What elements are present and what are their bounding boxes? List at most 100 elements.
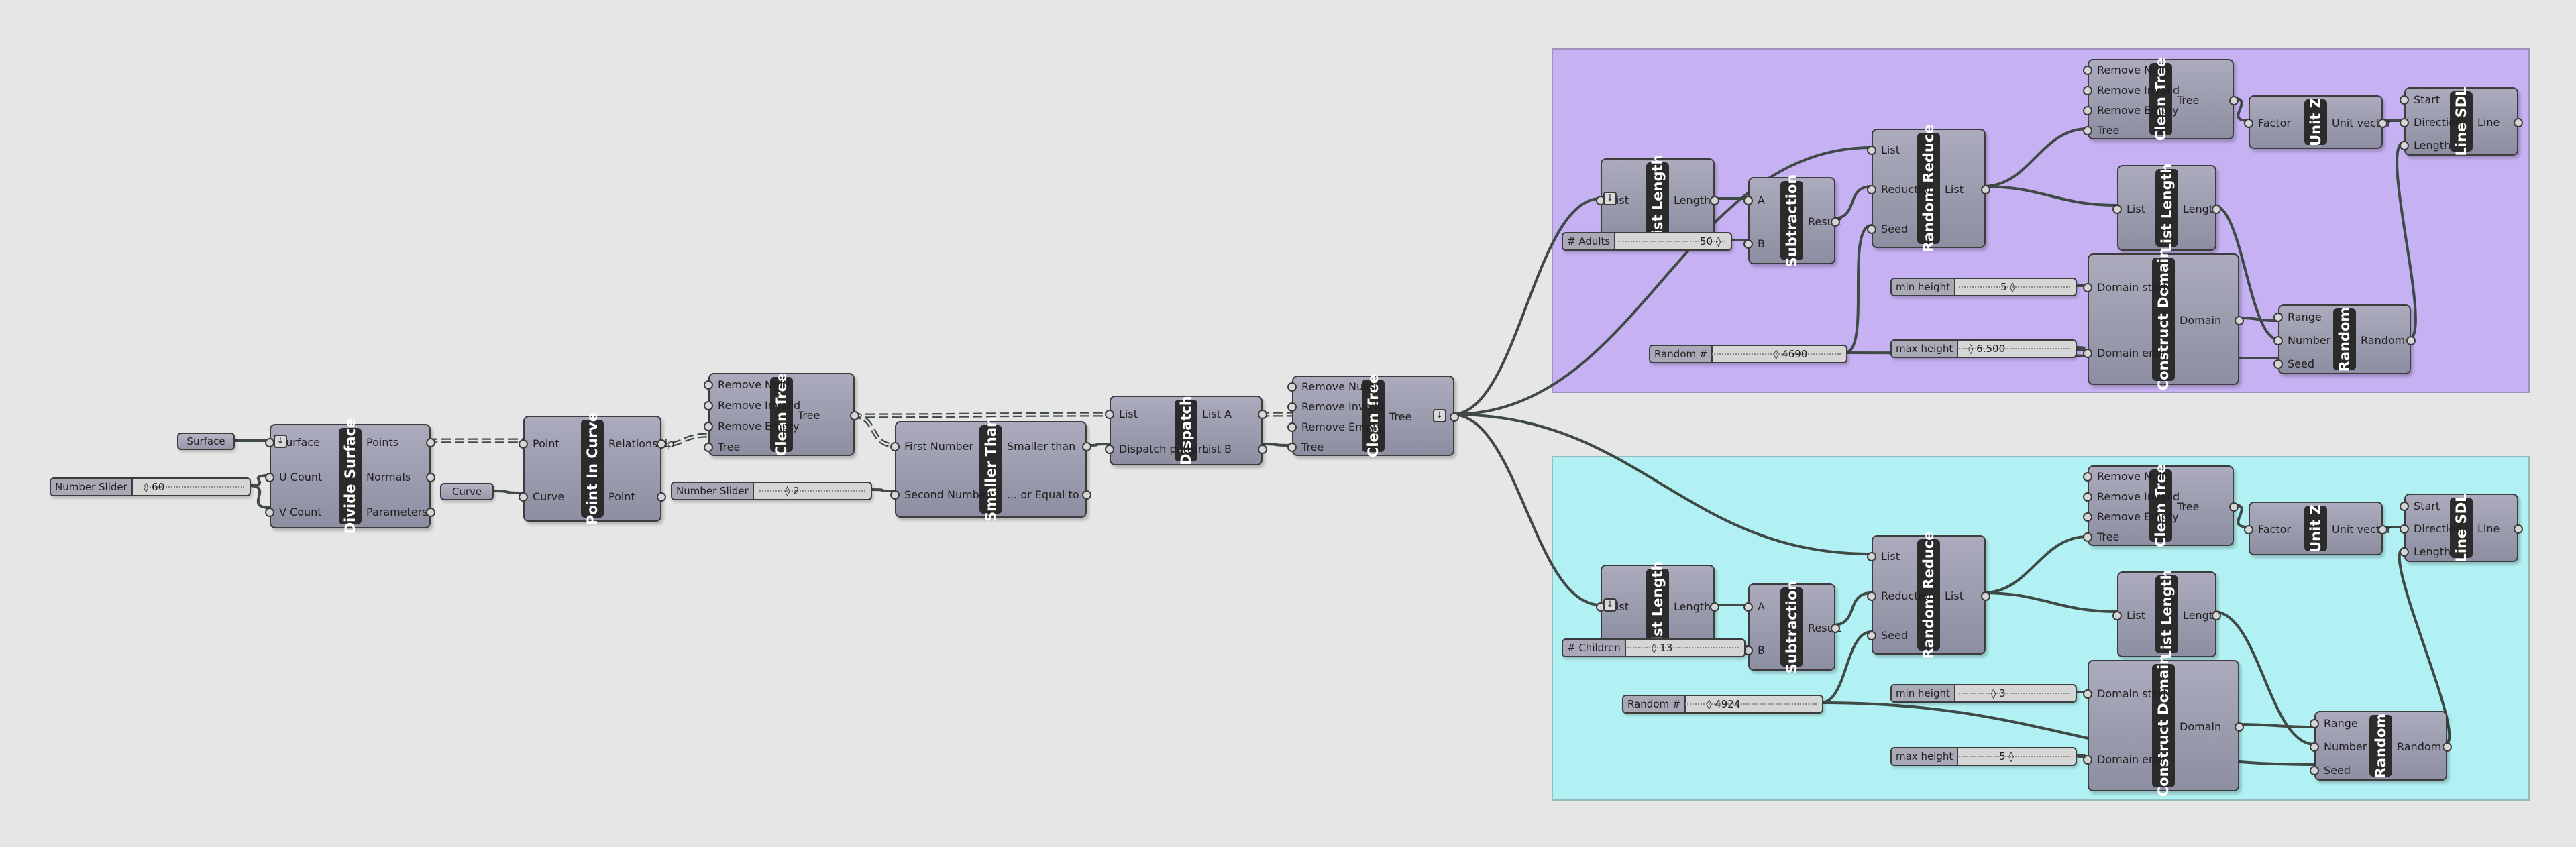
number-slider-2[interactable]: Number Slider ◊ 2 <box>671 482 872 500</box>
input-port[interactable] <box>1287 422 1297 432</box>
flatten-icon[interactable]: ↓ <box>1603 192 1617 205</box>
flatten-icon[interactable]: ↓ <box>1603 598 1617 612</box>
input-port[interactable] <box>890 442 900 451</box>
component-title[interactable]: Random <box>2369 714 2392 778</box>
input-port[interactable] <box>2244 119 2253 128</box>
component-title[interactable]: Point In Curve <box>581 412 604 525</box>
component-title[interactable]: List Length <box>1646 561 1669 651</box>
slider-track[interactable] <box>145 486 244 488</box>
input-port[interactable] <box>2112 611 2122 620</box>
input-port[interactable] <box>1287 382 1297 392</box>
children-slider[interactable]: # Children ◊ 13 <box>1562 638 1746 657</box>
input-port[interactable] <box>265 473 274 482</box>
random-seed-slider-2[interactable]: Random # ◊ 4924 <box>1622 695 1823 714</box>
input-port[interactable] <box>1867 225 1876 235</box>
input-port[interactable] <box>2400 547 2409 557</box>
component-title[interactable]: Random <box>2333 307 2356 372</box>
input-port[interactable] <box>2400 118 2409 127</box>
slider-track[interactable] <box>1685 703 1817 705</box>
flatten-icon[interactable]: ↓ <box>274 435 287 448</box>
max-height-slider[interactable]: max height ◊ 6.500 <box>1890 339 2077 358</box>
flatten-icon[interactable]: ↓ <box>1433 409 1446 422</box>
output-port[interactable] <box>2229 502 2239 512</box>
input-port[interactable] <box>2083 349 2092 358</box>
input-port[interactable] <box>1105 410 1114 419</box>
input-port[interactable] <box>2083 532 2092 542</box>
output-port[interactable] <box>1831 217 1840 227</box>
input-port[interactable] <box>704 442 713 452</box>
input-port[interactable] <box>519 439 528 449</box>
input-port[interactable] <box>2112 205 2122 214</box>
component-title[interactable]: Random Reduce <box>1917 124 1940 253</box>
component-title[interactable]: List Length <box>2155 569 2178 659</box>
min-height-slider[interactable]: min height 5 ◊ <box>1890 278 2077 296</box>
output-port[interactable] <box>426 508 435 517</box>
input-port[interactable] <box>1867 551 1876 561</box>
output-port[interactable] <box>1082 490 1091 500</box>
component-title[interactable]: List Length <box>2155 163 2178 253</box>
output-port[interactable] <box>426 438 435 447</box>
component-title[interactable]: Construct Domain <box>2152 248 2175 390</box>
output-port[interactable] <box>1981 591 1990 601</box>
input-port[interactable] <box>2400 502 2409 511</box>
input-port[interactable] <box>2083 512 2092 522</box>
input-port[interactable] <box>704 421 713 431</box>
component-title[interactable]: Dispatch <box>1175 396 1197 465</box>
output-port[interactable] <box>2378 119 2387 128</box>
input-port[interactable] <box>2273 313 2283 323</box>
input-port[interactable] <box>1867 185 1876 194</box>
output-port[interactable] <box>2514 118 2523 127</box>
input-port[interactable] <box>2083 755 2092 765</box>
output-port[interactable] <box>2235 722 2244 732</box>
component-title[interactable]: Clean Tree <box>2149 58 2172 141</box>
component-title[interactable]: Subtraction <box>1780 581 1803 673</box>
component-title[interactable]: Clean Tree <box>770 373 793 456</box>
component-title[interactable]: List Length <box>1646 154 1669 244</box>
component-title[interactable]: Divide Surface <box>339 418 362 534</box>
input-port[interactable] <box>1743 195 1753 205</box>
input-port[interactable] <box>1743 602 1753 612</box>
input-port[interactable] <box>2083 66 2092 75</box>
input-port[interactable] <box>1867 631 1876 641</box>
input-port[interactable] <box>2310 742 2319 752</box>
input-port[interactable] <box>1867 145 1876 155</box>
input-port[interactable] <box>2310 719 2319 729</box>
output-port[interactable] <box>426 473 435 482</box>
output-port[interactable] <box>2235 316 2244 325</box>
output-port[interactable] <box>1710 196 1719 205</box>
input-port[interactable] <box>1287 402 1297 412</box>
input-port[interactable] <box>1287 443 1297 452</box>
adults-slider[interactable]: # Adults 50 ◊ <box>1562 232 1732 251</box>
output-port[interactable] <box>2229 96 2239 105</box>
slider-track[interactable] <box>759 490 865 492</box>
component-title[interactable]: Construct Domain <box>2152 655 2175 797</box>
curve-param[interactable]: Curve <box>440 483 494 500</box>
input-port[interactable] <box>2083 492 2092 502</box>
input-port[interactable] <box>2083 106 2092 115</box>
slider-track[interactable] <box>1959 756 2070 758</box>
output-port[interactable] <box>2443 742 2452 752</box>
random-seed-slider[interactable]: Random # ◊ 4690 <box>1649 345 1847 363</box>
component-title[interactable]: Line SDL <box>2450 87 2473 156</box>
component-title[interactable]: Smaller Than <box>979 417 1002 522</box>
min-height-slider-2[interactable]: min height ◊ 3 <box>1890 684 2077 703</box>
output-port[interactable] <box>2212 611 2221 620</box>
